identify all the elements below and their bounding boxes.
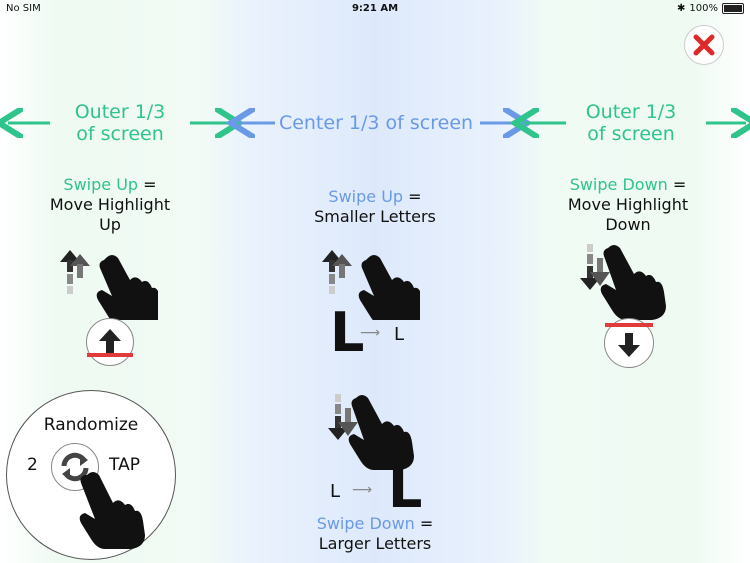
clock: 9:21 AM [351, 3, 399, 14]
close-icon [693, 34, 715, 56]
down-arrow-icon [601, 323, 657, 357]
equals-sign: = [419, 514, 434, 533]
up-arrow-icon [83, 329, 137, 357]
randomize-count: 2 [27, 455, 38, 475]
status-bar: No SIM 9:21 AM ✱ 100% [0, 0, 750, 18]
action-label: Smaller Letters [314, 207, 436, 226]
small-letter: L [394, 324, 405, 345]
refresh-icon [61, 452, 89, 482]
gesture-label: Swipe Down [569, 175, 668, 194]
carrier-label: No SIM [6, 3, 41, 14]
tap-hand-icon [79, 472, 145, 549]
swipe-down-hand-icon [328, 394, 414, 470]
action-label: Move Highlight Down [567, 195, 689, 234]
arrow-right: ⟶ [360, 325, 381, 341]
action-label: Larger Letters [318, 534, 432, 553]
swipe-up-hand-icon [322, 250, 420, 320]
left-zone-label: Outer 1/3 of screen [74, 101, 166, 145]
center-up-instruction: Swipe Up = Smaller Letters [280, 187, 470, 227]
equals-sign: = [143, 175, 157, 194]
center-zone-label: Center 1/3 of screen [278, 112, 474, 134]
battery-icon [722, 3, 744, 14]
small-letter: L [330, 481, 341, 502]
highlight-up-button [83, 318, 137, 366]
big-letter: L [388, 457, 423, 520]
action-label: Move Highlight Up [49, 195, 171, 234]
battery-percent: 100% [689, 3, 718, 14]
close-button[interactable] [684, 25, 724, 65]
bluetooth-icon: ✱ [677, 3, 686, 14]
randomize-panel[interactable]: Randomize 2 TAP [6, 390, 176, 560]
swipe-down-hand-icon [580, 244, 666, 320]
highlight-down-button [601, 318, 657, 368]
equals-sign: = [672, 175, 687, 194]
gesture-label: Swipe Up [63, 175, 139, 194]
tap-label: TAP [109, 455, 140, 475]
center-down-instruction: Swipe Down = Larger Letters [280, 514, 470, 554]
zone-arrows [0, 100, 750, 150]
arrow-right: ⟶ [352, 482, 373, 498]
right-instruction: Swipe Down = Move Highlight Down [538, 175, 718, 235]
randomize-title: Randomize [43, 415, 139, 435]
gesture-label: Swipe Up [328, 187, 404, 206]
gesture-label: Swipe Down [316, 514, 415, 533]
big-letter: L [330, 301, 365, 364]
right-zone-label: Outer 1/3 of screen [585, 101, 677, 145]
left-instruction: Swipe Up = Move Highlight Up [20, 175, 200, 235]
status-right: ✱ 100% [677, 3, 744, 14]
equals-sign: = [408, 187, 422, 206]
swipe-up-hand-icon [60, 250, 158, 320]
